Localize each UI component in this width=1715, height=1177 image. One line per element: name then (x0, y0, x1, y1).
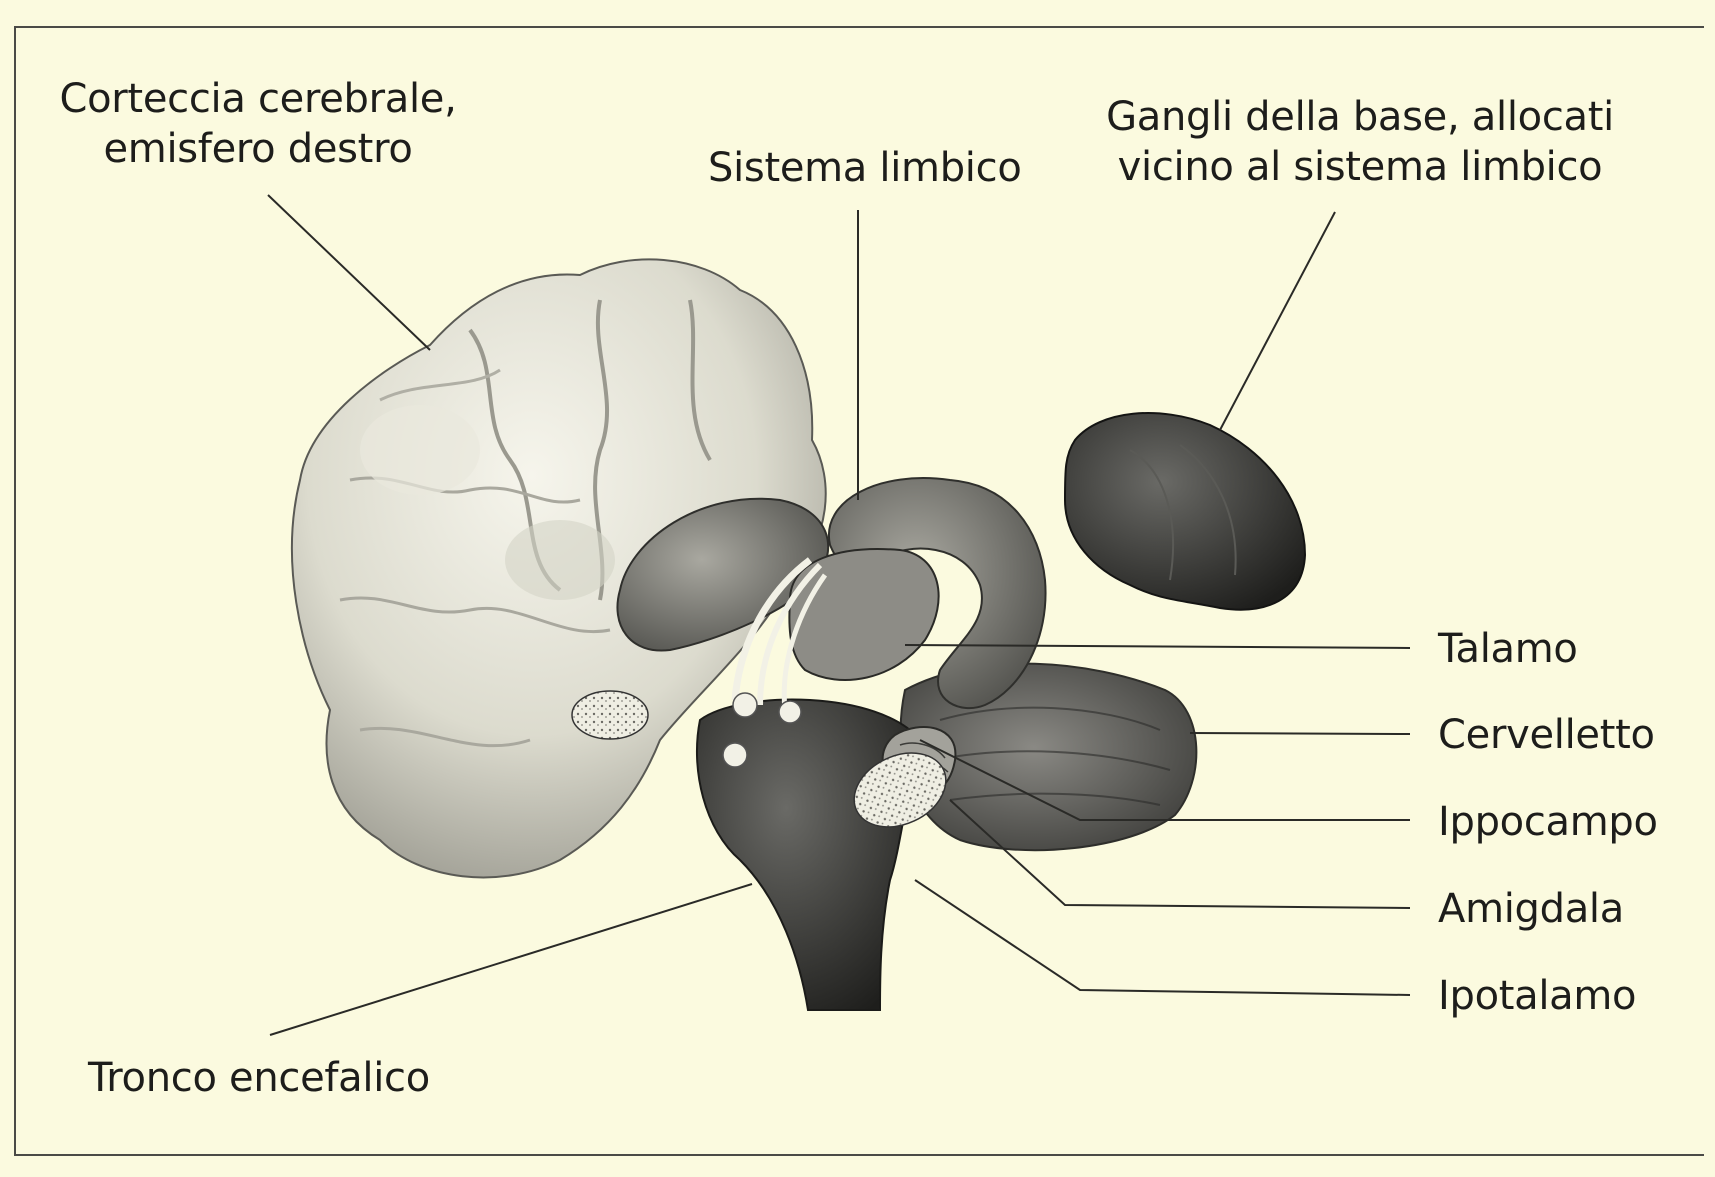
label-amygdala: Amigdala (1438, 884, 1624, 934)
label-hypothalamus: Ipotalamo (1438, 971, 1636, 1021)
label-cortex-line-2: emisfero destro (48, 124, 468, 174)
label-cortex: Corteccia cerebrale, emisfero destro (48, 74, 468, 174)
label-basal-ganglia: Gangli della base, allocati vicino al si… (1080, 92, 1640, 192)
label-cerebellum: Cervelletto (1438, 710, 1655, 760)
label-cortex-line-1: Corteccia cerebrale, (48, 74, 468, 124)
leader-line-brainstem (270, 884, 752, 1035)
label-thalamus: Talamo (1438, 624, 1578, 674)
olfactory-bulb-shape (572, 691, 648, 739)
label-limbic-system: Sistema limbico (708, 143, 1022, 193)
basal-ganglia-shape (1065, 413, 1305, 610)
leader-line-basal-ganglia (1220, 212, 1335, 430)
label-basal-ganglia-line-1: Gangli della base, allocati (1080, 92, 1640, 142)
leader-line-hypothalamus (915, 880, 1410, 995)
leader-line-cortex (268, 195, 430, 350)
label-hippocampus: Ippocampo (1438, 797, 1658, 847)
leader-line-cerebellum (1190, 733, 1410, 734)
thalamus-shape (789, 549, 938, 680)
label-basal-ganglia-line-2: vicino al sistema limbico (1080, 142, 1640, 192)
label-brainstem: Tronco encefalico (88, 1053, 430, 1103)
